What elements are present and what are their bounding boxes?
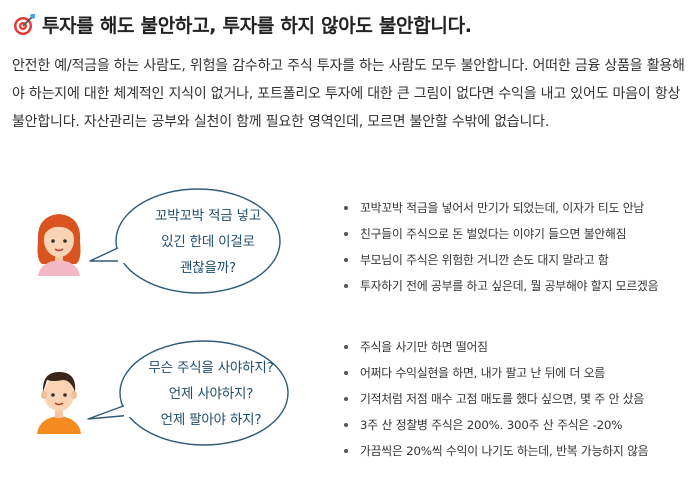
bubble-line: 괜찮을까? bbox=[180, 260, 236, 276]
boy-avatar-icon bbox=[37, 372, 81, 434]
list-item: 친구들이 주식으로 돈 벌었다는 이야기 들으면 불안해짐 bbox=[340, 221, 658, 247]
list-item: 부모님이 주식은 위험한 거니깐 손도 대지 말라고 함 bbox=[340, 247, 658, 273]
bubble-line: 무슨 주식을 사야하지? bbox=[148, 360, 274, 376]
list-item: 투자하기 전에 공부를 하고 싶은데, 뭘 공부해야 할지 모르겠음 bbox=[340, 273, 658, 299]
target-dart-icon bbox=[14, 13, 35, 35]
intro-paragraph: 안전한 예/적금을 하는 사람도, 위험을 감수하고 주식 투자를 하는 사람도… bbox=[12, 58, 685, 130]
list-item: 꼬박꼬박 적금을 넣어서 만기가 되었는데, 이자가 티도 안남 bbox=[340, 195, 658, 221]
list-item: 3주 산 정찰병 주식은 200%. 300주 산 주식은 -20% bbox=[340, 412, 648, 438]
bubble-line: 언제 팔아야 하지? bbox=[160, 412, 262, 428]
bubble-text-1: 꼬박꼬박 적금 넣고 있긴 한데 이걸로 괜찮을까? bbox=[135, 203, 281, 281]
bubble-line: 언제 사야하지? bbox=[168, 386, 254, 402]
section1-points: 꼬박꼬박 적금을 넣어서 만기가 되었는데, 이자가 티도 안남 친구들이 주식… bbox=[340, 195, 658, 299]
list-item: 기적처럼 저점 매수 고점 매도를 했다 싶으면, 몇 주 안 샀음 bbox=[340, 386, 648, 412]
girl-avatar-icon bbox=[37, 214, 81, 276]
list-item: 주식을 사기만 하면 떨어짐 bbox=[340, 334, 648, 360]
section2-points: 주식을 사기만 하면 떨어짐 어쩌다 수익실현을 하면, 내가 팔고 난 뒤에 … bbox=[340, 334, 649, 464]
bubble-line: 있긴 한데 이걸로 bbox=[161, 234, 255, 250]
title-row: 투자를 해도 불안하고, 투자를 하지 않아도 불안합니다. bbox=[12, 11, 472, 38]
bubble-text-2: 무슨 주식을 사야하지? 언제 사야하지? 언제 팔아야 하지? bbox=[130, 355, 292, 433]
bubble-line: 꼬박꼬박 적금 넣고 bbox=[155, 208, 261, 224]
speech-bubble-2 bbox=[87, 340, 289, 446]
speech-bubble-1 bbox=[89, 188, 281, 294]
list-item: 어쩌다 수익실현을 하면, 내가 팔고 난 뒤에 더 오름 bbox=[340, 360, 648, 386]
page-title: 투자를 해도 불안하고, 투자를 하지 않아도 불안합니다. bbox=[42, 15, 472, 37]
list-item: 가끔씩은 20%씩 수익이 나기도 하는데, 반복 가능하지 않음 bbox=[340, 438, 649, 464]
